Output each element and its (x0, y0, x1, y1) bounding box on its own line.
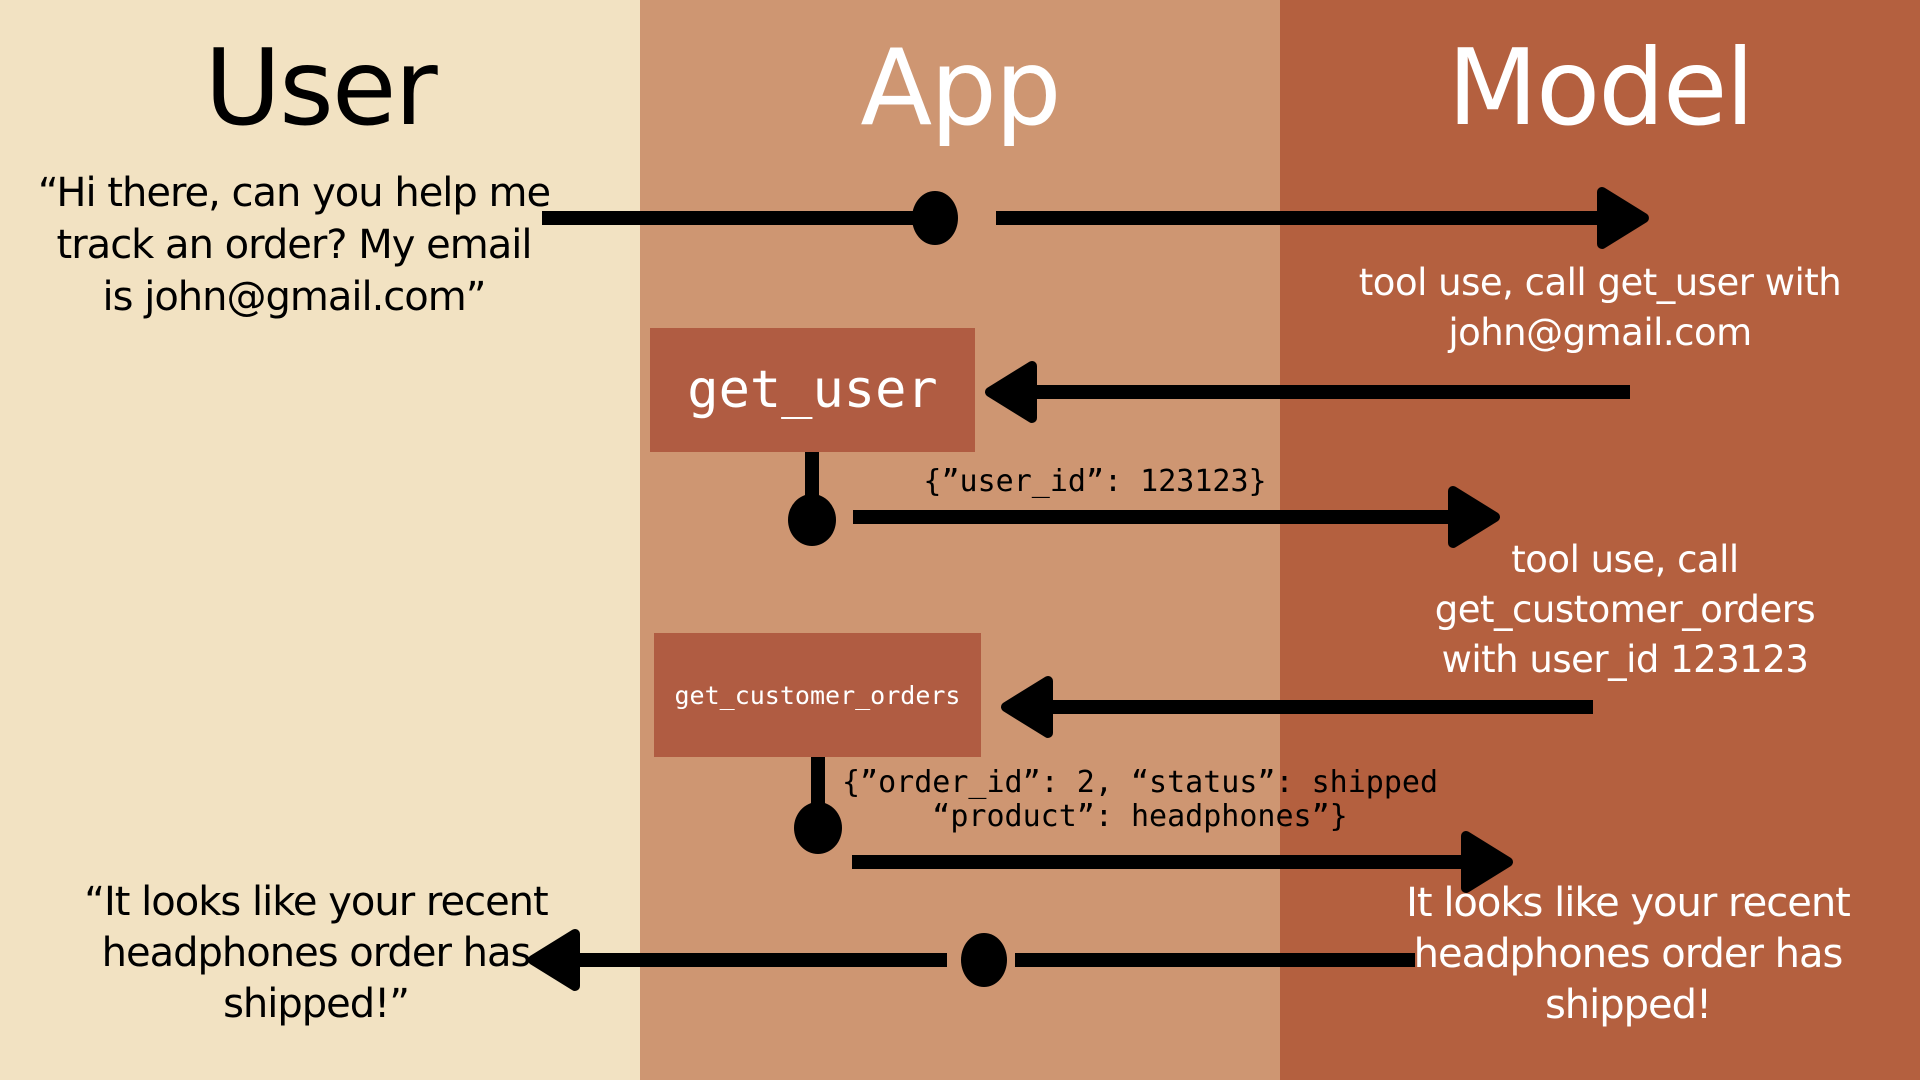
tool-box-get-user: get_user (650, 328, 975, 452)
tool-result-line: {”user_id”: 123123} (923, 464, 1267, 499)
tool-box-get-customer-orders-label: get_customer_orders (674, 680, 961, 710)
tool-result-order: {”order_id”: 2, “status”: shipped “produ… (810, 766, 1470, 834)
model-tool-use-note-1: tool use, call get_user with john@gmail.… (1350, 258, 1850, 358)
tool-result-user-id: {”user_id”: 123123} (845, 462, 1345, 502)
model-column-header: Model (1447, 27, 1754, 149)
model-column-background (1280, 0, 1920, 1080)
model-response-line: shipped! (1544, 982, 1712, 1028)
model-note-line: with user_id 123123 (1441, 638, 1809, 681)
user-column-background (0, 0, 640, 1080)
model-response-line: headphones order has (1413, 931, 1844, 977)
user-response-line: headphones order has (101, 930, 532, 976)
model-note-line: tool use, call get_user with (1358, 261, 1842, 304)
user-response-line: shipped!” (223, 981, 410, 1027)
model-response-message: It looks like your recent headphones ord… (1368, 878, 1888, 1031)
model-response-line: It looks like your recent (1406, 880, 1851, 926)
tool-result-line: “product”: headphones”} (932, 799, 1348, 834)
user-request-line: is john@gmail.com” (102, 274, 487, 320)
tool-result-line: {”order_id”: 2, “status”: shipped (841, 765, 1439, 800)
user-column-header: User (204, 27, 437, 149)
user-request-line: “Hi there, can you help me (37, 170, 551, 216)
user-response-message: “It looks like your recent headphones or… (56, 877, 576, 1030)
tool-box-get-user-label: get_user (687, 360, 938, 420)
model-tool-use-note-2: tool use, call get_customer_orders with … (1375, 535, 1875, 685)
model-note-line: get_customer_orders (1434, 588, 1816, 631)
app-column-header: App (860, 27, 1061, 149)
tool-box-get-customer-orders: get_customer_orders (654, 633, 981, 757)
user-request-line: track an order? My email (56, 222, 533, 268)
model-note-line: tool use, call (1511, 538, 1739, 581)
model-note-line: john@gmail.com (1448, 311, 1752, 354)
app-column-background (640, 0, 1280, 1080)
user-request-message: “Hi there, can you help me track an orde… (34, 167, 554, 323)
user-response-line: “It looks like your recent (84, 879, 548, 925)
